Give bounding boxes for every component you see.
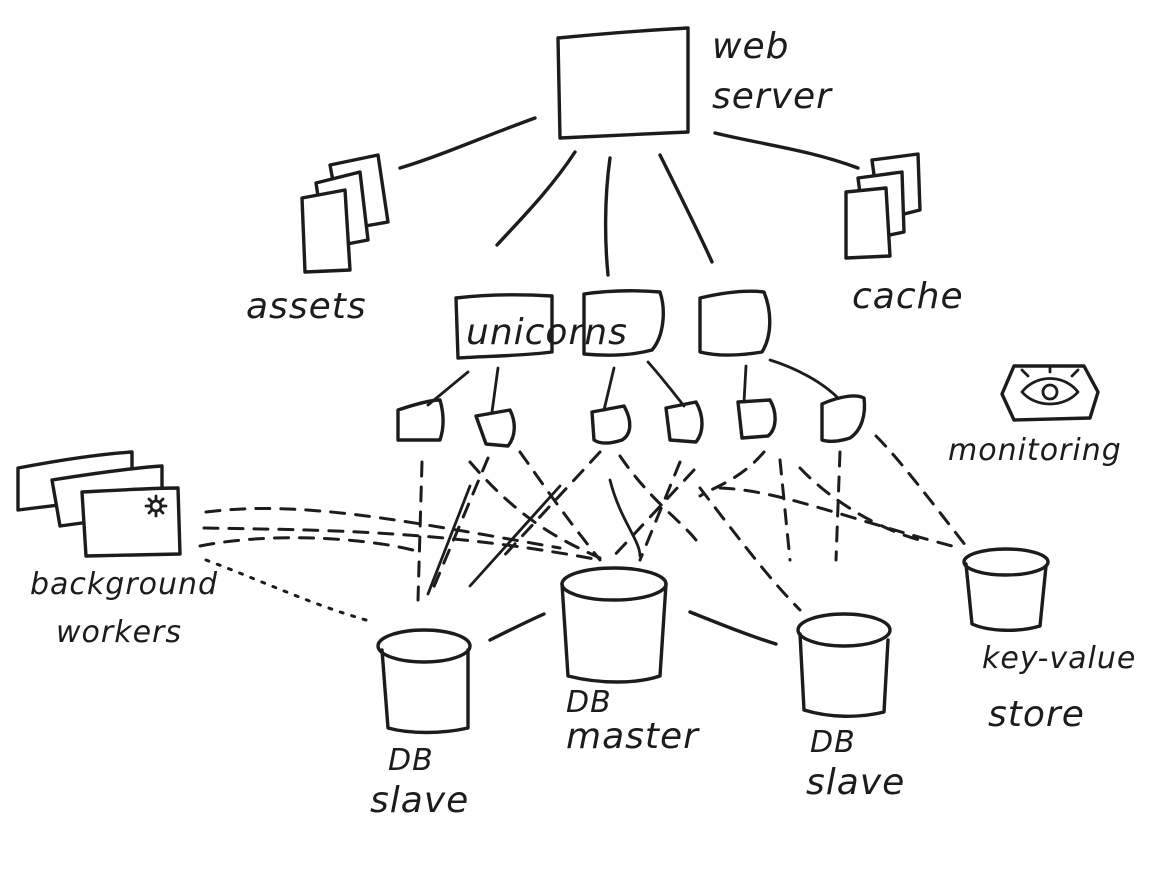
- monitoring-eye-icon: [1020, 364, 1080, 406]
- cache-label: cache: [852, 276, 964, 317]
- background-workers-label-2: workers: [56, 615, 182, 650]
- web-server-label-1: web: [712, 26, 789, 67]
- db-master-node: DB master: [560, 566, 700, 757]
- db-slave-right-label-1: DB: [810, 725, 856, 760]
- assets-node: assets: [246, 153, 390, 327]
- background-workers-node: background workers: [16, 450, 218, 650]
- db-master-label-2: master: [566, 716, 700, 757]
- db-connections: [198, 434, 968, 622]
- db-slave-left-label-1: DB: [388, 743, 434, 778]
- monitoring-label: monitoring: [948, 433, 1122, 468]
- unicorns-node: unicorns: [454, 288, 772, 360]
- key-value-store-node: key-value store: [962, 547, 1136, 735]
- web-server-node: web server: [556, 26, 833, 140]
- unicorns-label: unicorns: [466, 312, 628, 353]
- replication-links: [488, 610, 778, 646]
- unicorn-worker-links: [426, 358, 840, 414]
- unicorn-workers: [396, 394, 867, 448]
- background-workers-label-1: background: [30, 567, 218, 602]
- db-slave-left-node: DB slave: [370, 628, 472, 821]
- key-value-store-label-2: store: [988, 694, 1085, 735]
- db-slave-left-label-2: slave: [370, 780, 469, 821]
- db-slave-right-node: DB slave: [796, 612, 905, 803]
- gear-icon: [144, 494, 168, 518]
- db-master-label-1: DB: [566, 685, 612, 720]
- assets-label: assets: [246, 286, 367, 327]
- web-server-links: [398, 116, 860, 277]
- cache-node: cache: [844, 152, 964, 317]
- monitoring-node: monitoring: [948, 364, 1122, 468]
- db-slave-right-label-2: slave: [806, 762, 905, 803]
- web-server-label-2: server: [712, 76, 833, 117]
- key-value-store-label-1: key-value: [982, 641, 1136, 676]
